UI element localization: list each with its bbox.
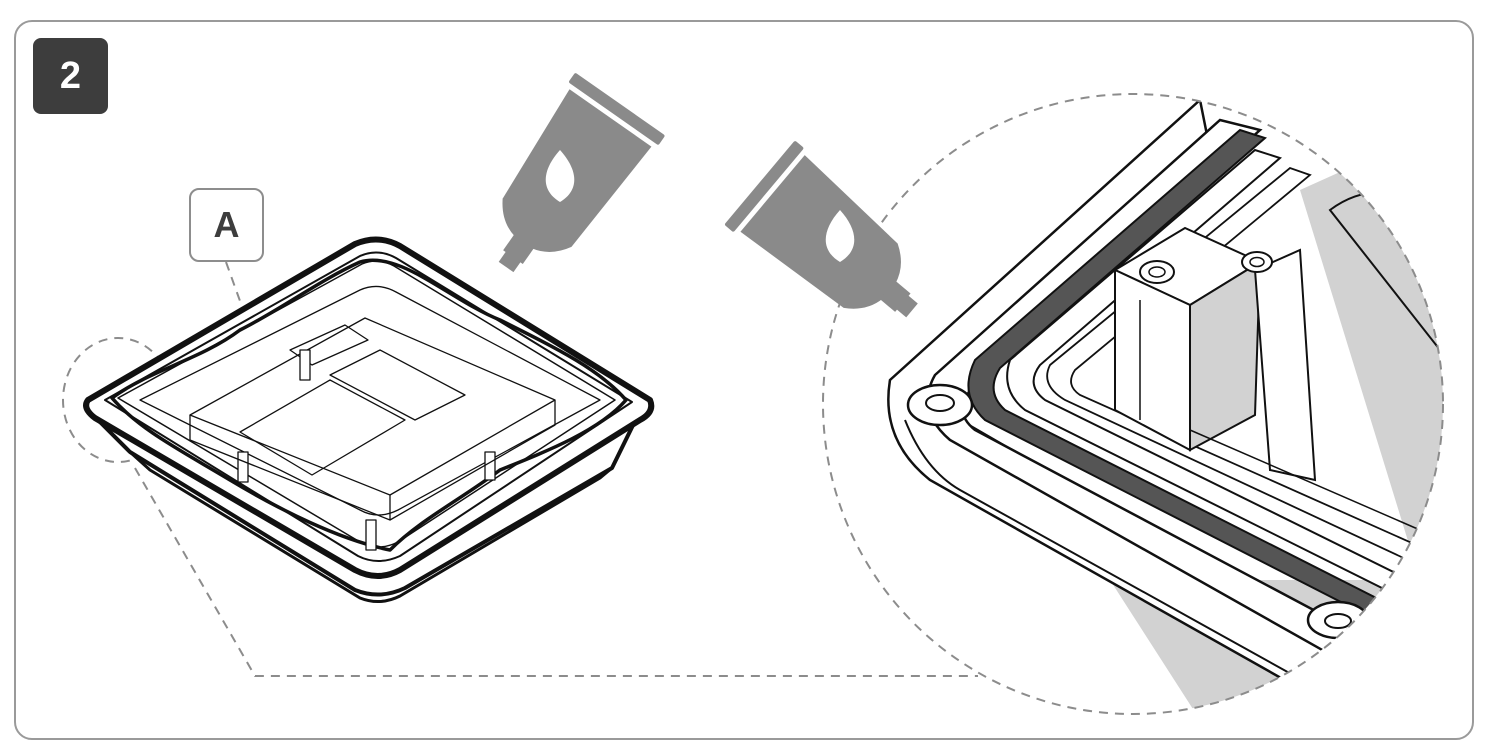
step-number-badge: 2 [33, 38, 108, 114]
zoom-circle-outline [822, 93, 1444, 715]
drop-icon [545, 150, 575, 202]
drop-icon [825, 210, 855, 262]
step-number: 2 [59, 54, 82, 97]
sealant-tube-icon [725, 141, 918, 318]
sealant-tube-icon [498, 73, 665, 273]
callout-label-a: A [189, 188, 264, 262]
callout-label-text: A [213, 204, 240, 245]
enclosure-tray [83, 236, 655, 603]
zoom-detail [822, 93, 1444, 715]
